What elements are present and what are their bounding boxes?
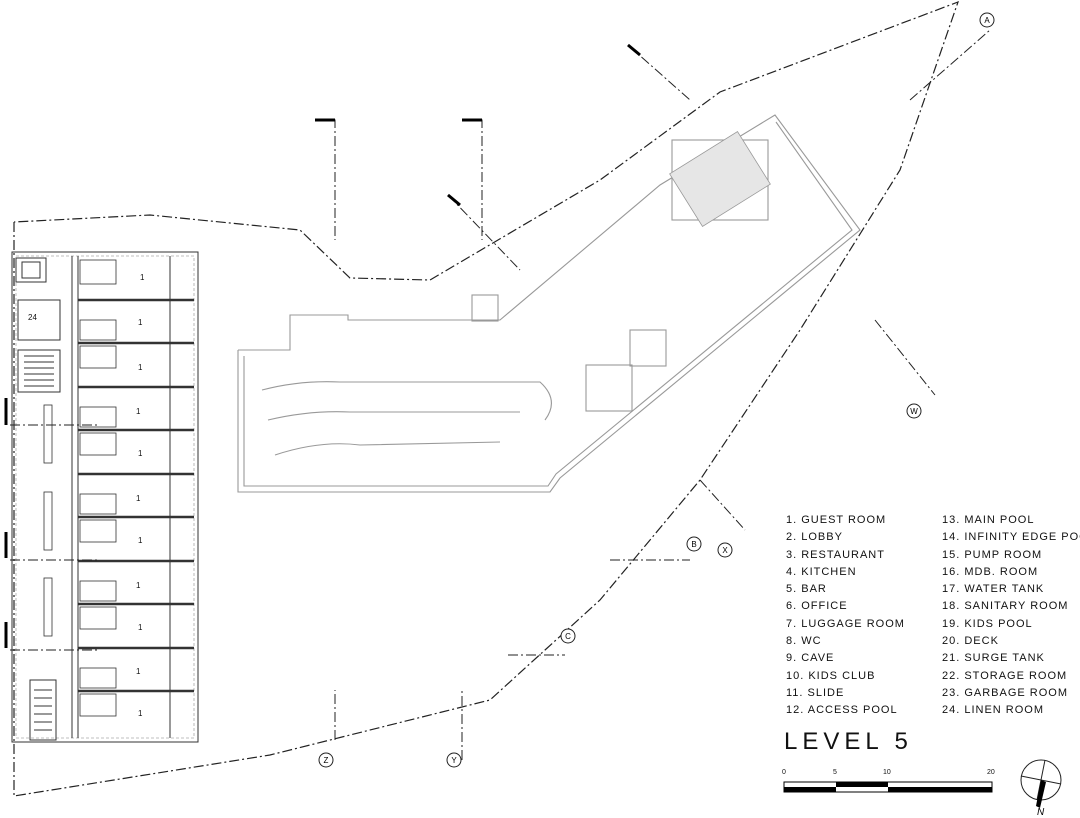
section-tag-c: C bbox=[560, 628, 576, 644]
svg-text:C: C bbox=[565, 632, 571, 641]
legend-item: 8. WC bbox=[786, 635, 822, 648]
room-number: 1 bbox=[136, 667, 141, 676]
linen-room-number: 24 bbox=[28, 313, 37, 322]
room-number: 1 bbox=[138, 449, 143, 458]
scale-bar bbox=[783, 781, 993, 793]
scale-tick-label: 5 bbox=[833, 769, 837, 776]
scale-tick-label: 10 bbox=[883, 769, 891, 776]
legend-column-right: 13. MAIN POOL 14. INFINITY EDGE POOL 15.… bbox=[942, 512, 1080, 720]
section-tag-w: W bbox=[906, 403, 922, 419]
legend-item: 20. DECK bbox=[942, 635, 999, 648]
legend-item: 9. CAVE bbox=[786, 652, 835, 665]
legend-item: 14. INFINITY EDGE POOL bbox=[942, 531, 1080, 544]
svg-text:W: W bbox=[910, 407, 918, 416]
room-number: 1 bbox=[138, 709, 143, 718]
level-title: LEVEL 5 bbox=[784, 728, 913, 755]
section-tag-y: Y bbox=[446, 752, 462, 768]
guest-room-wing bbox=[11, 251, 199, 743]
legend-item: 24. LINEN ROOM bbox=[942, 704, 1045, 717]
room-number: 1 bbox=[136, 494, 141, 503]
site-boundary bbox=[13, 0, 959, 797]
legend-item: 2. LOBBY bbox=[786, 531, 843, 544]
legend-item: 7. LUGGAGE ROOM bbox=[786, 617, 905, 630]
service-core bbox=[15, 257, 61, 393]
room-labels: 1 1 1 1 1 1 1 1 1 1 1 24 bbox=[28, 273, 145, 718]
section-tag-a: A bbox=[979, 12, 995, 28]
legend-item: 1. GUEST ROOM bbox=[786, 514, 887, 526]
legend-item: 21. SURGE TANK bbox=[942, 652, 1045, 665]
legend-item: 5. BAR bbox=[786, 583, 827, 596]
room-number: 1 bbox=[138, 318, 143, 327]
svg-text:Y: Y bbox=[451, 756, 457, 765]
north-arrow-icon bbox=[1020, 759, 1062, 808]
room-number: 1 bbox=[136, 581, 141, 590]
legend-item: 6. OFFICE bbox=[786, 600, 848, 613]
pool-hatch bbox=[669, 130, 771, 228]
section-tag-x: X bbox=[717, 542, 733, 558]
room-number: 1 bbox=[136, 407, 141, 416]
room-number: 1 bbox=[138, 623, 143, 632]
legend-item: 12. ACCESS POOL bbox=[786, 704, 898, 717]
stair-bottom bbox=[29, 679, 57, 741]
section-tag-b: B bbox=[686, 536, 702, 552]
svg-text:X: X bbox=[722, 546, 728, 555]
scale-tick-label: 20 bbox=[987, 769, 995, 776]
section-markers bbox=[4, 43, 641, 648]
legend-item: 19. KIDS POOL bbox=[942, 617, 1033, 630]
legend-item: 11. SLIDE bbox=[786, 686, 845, 699]
legend-item: 22. STORAGE ROOM bbox=[942, 669, 1068, 682]
legend-item: 13. MAIN POOL bbox=[942, 514, 1035, 526]
legend-item: 4. KITCHEN bbox=[786, 565, 857, 578]
legend-item: 23. GARBAGE ROOM bbox=[942, 686, 1069, 699]
legend-item: 16. MDB. ROOM bbox=[942, 565, 1039, 578]
room-number: 1 bbox=[140, 273, 145, 282]
room-number: 1 bbox=[138, 536, 143, 545]
svg-text:Z: Z bbox=[324, 756, 329, 765]
legend-item: 15. PUMP ROOM bbox=[942, 548, 1043, 561]
legend-item: 3. RESTAURANT bbox=[786, 548, 885, 561]
scale-tick-label: 0 bbox=[782, 769, 786, 776]
legend-item: 17. WATER TANK bbox=[942, 583, 1045, 596]
legend-item: 10. KIDS CLUB bbox=[786, 669, 876, 682]
north-label: N bbox=[1037, 807, 1045, 818]
svg-text:B: B bbox=[691, 540, 696, 549]
section-tag-z: Z bbox=[318, 752, 334, 768]
main-building bbox=[237, 114, 861, 493]
legend-column-left: 1. GUEST ROOM 2. LOBBY 3. RESTAURANT 4. … bbox=[786, 512, 905, 720]
room-number: 1 bbox=[138, 363, 143, 372]
legend-item: 18. SANITARY ROOM bbox=[942, 600, 1069, 613]
svg-text:A: A bbox=[984, 16, 990, 25]
